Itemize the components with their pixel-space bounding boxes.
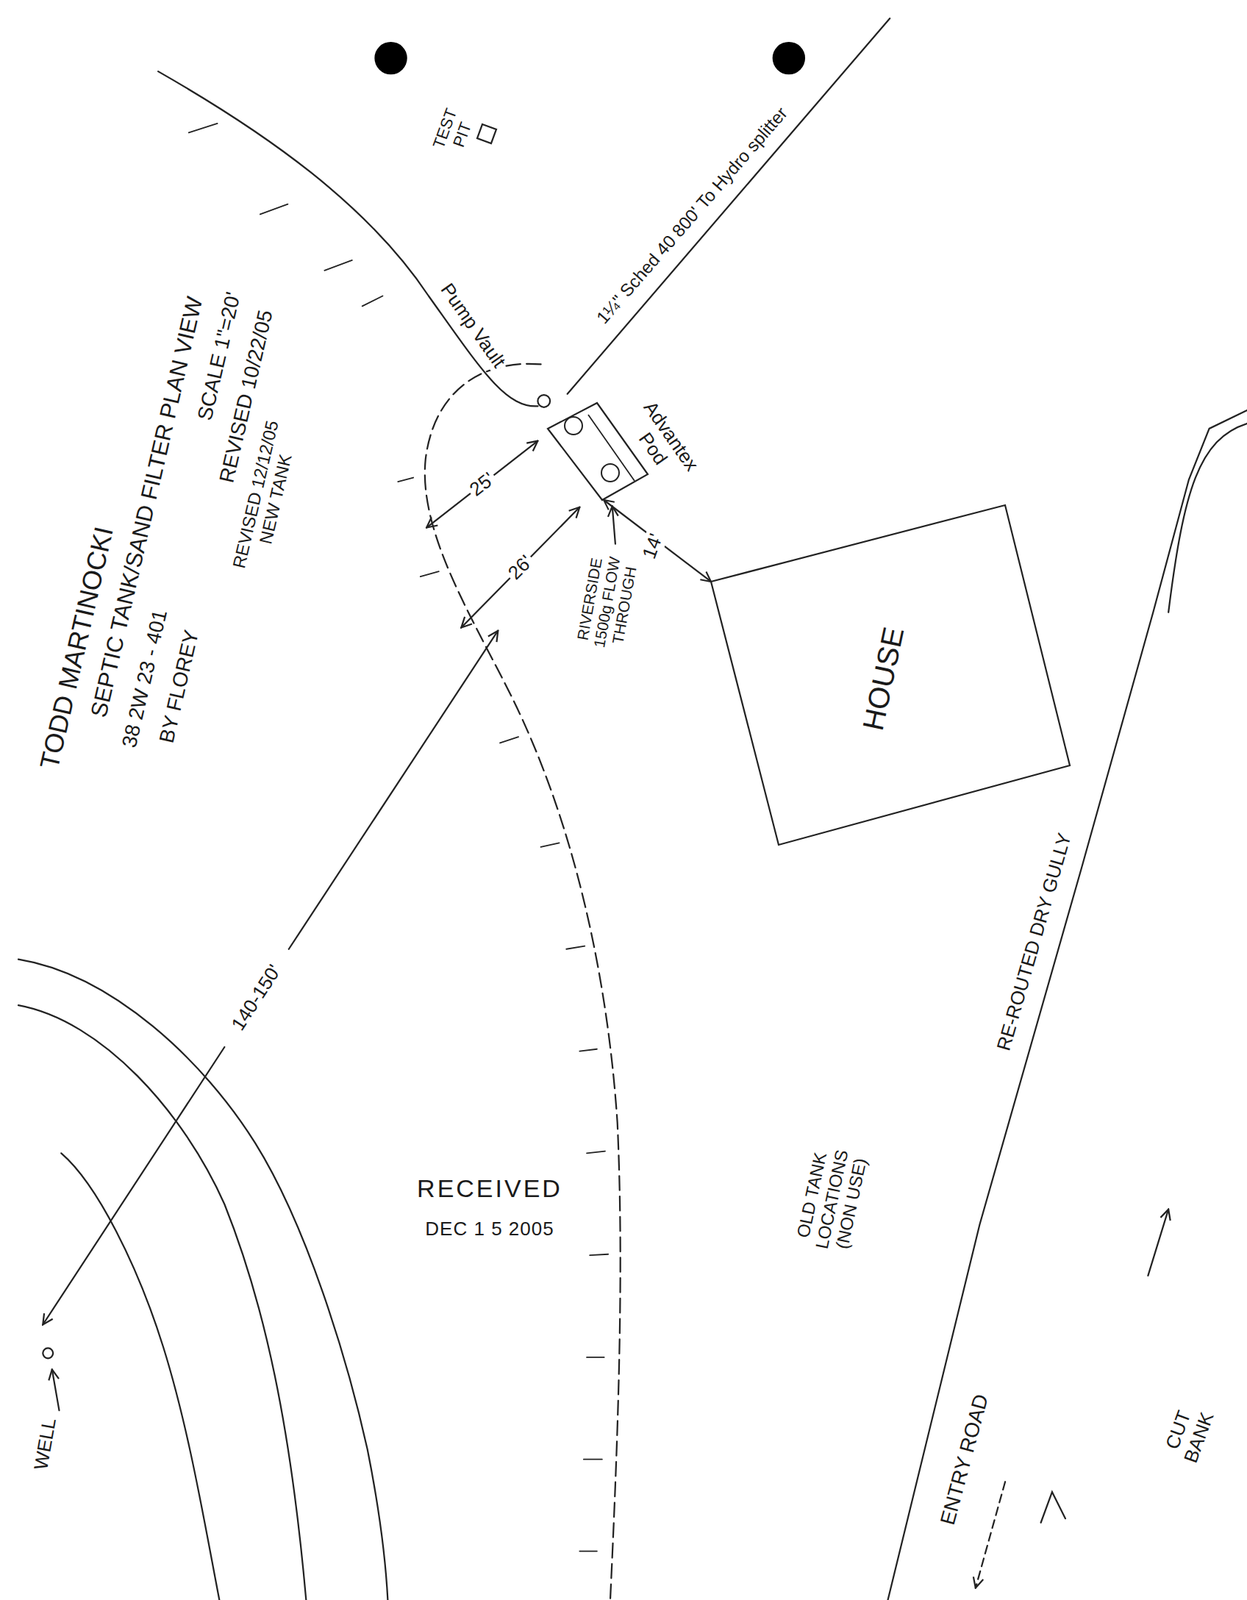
plan-shape: HOUSE [710, 505, 1070, 845]
gully-line [887, 410, 1247, 1600]
plan-shape: Advantex Pod [547, 402, 648, 500]
plan-note: WELL [30, 1416, 62, 1472]
tank-riser [564, 416, 583, 435]
leader-arrow [52, 1369, 60, 1411]
well-symbol [42, 1347, 53, 1359]
plan-note: DEC 1 5 2005 [424, 1218, 554, 1241]
plan-note: Pump Vault [434, 277, 512, 375]
plan-note: 140-150' [227, 960, 287, 1035]
terrain-contour [18, 959, 388, 1600]
punch-hole [772, 41, 806, 75]
plan-note: 1¼" Sched 40 800' To Hydro splitter [592, 102, 792, 328]
terrain-contour [61, 1152, 220, 1600]
tank-divider [588, 414, 635, 481]
punch-hole [374, 41, 407, 75]
plan-note: 25' [463, 466, 501, 503]
slope-hachures [188, 123, 609, 1552]
tank-riser [601, 463, 620, 482]
gully-line [1168, 423, 1247, 613]
dimension-line [288, 630, 499, 950]
plan-shape: TEST PIT [475, 122, 498, 145]
shape-border [547, 402, 648, 500]
dimension-line [461, 507, 580, 628]
leader-arrow [612, 505, 616, 544]
pressure-pipe [567, 18, 891, 395]
shape-label: HOUSE [855, 624, 911, 734]
slope-arrow [1147, 1209, 1169, 1276]
shape-border [710, 505, 1070, 845]
dimension-line [426, 441, 538, 528]
shape-label: TEST PIT [428, 103, 480, 160]
shape-outline [547, 402, 648, 500]
plan-note: ENTRY ROAD [935, 1391, 994, 1528]
plan-note: RIVERSIDE 1500g FLOW THROUGH [572, 550, 642, 655]
setback-boundary [424, 363, 621, 1600]
road-arrow [975, 1481, 1006, 1588]
slope-arrow [1041, 1491, 1066, 1523]
shape-border [477, 124, 497, 144]
pump-symbol [537, 394, 550, 408]
dimension-line [42, 1047, 225, 1325]
terrain-contour [18, 1005, 306, 1600]
plan-note: RECEIVED [416, 1174, 563, 1203]
plan-note: CUT BANK [1158, 1398, 1220, 1470]
shape-outline [475, 122, 498, 145]
plan-note: RE-ROUTED DRY GULLY [992, 830, 1076, 1054]
dimension-label: 14' [637, 529, 669, 565]
sketch-lines [18, 18, 1247, 1600]
plan-note: OLD TANK LOCATIONS (NON USE) [790, 1138, 873, 1260]
